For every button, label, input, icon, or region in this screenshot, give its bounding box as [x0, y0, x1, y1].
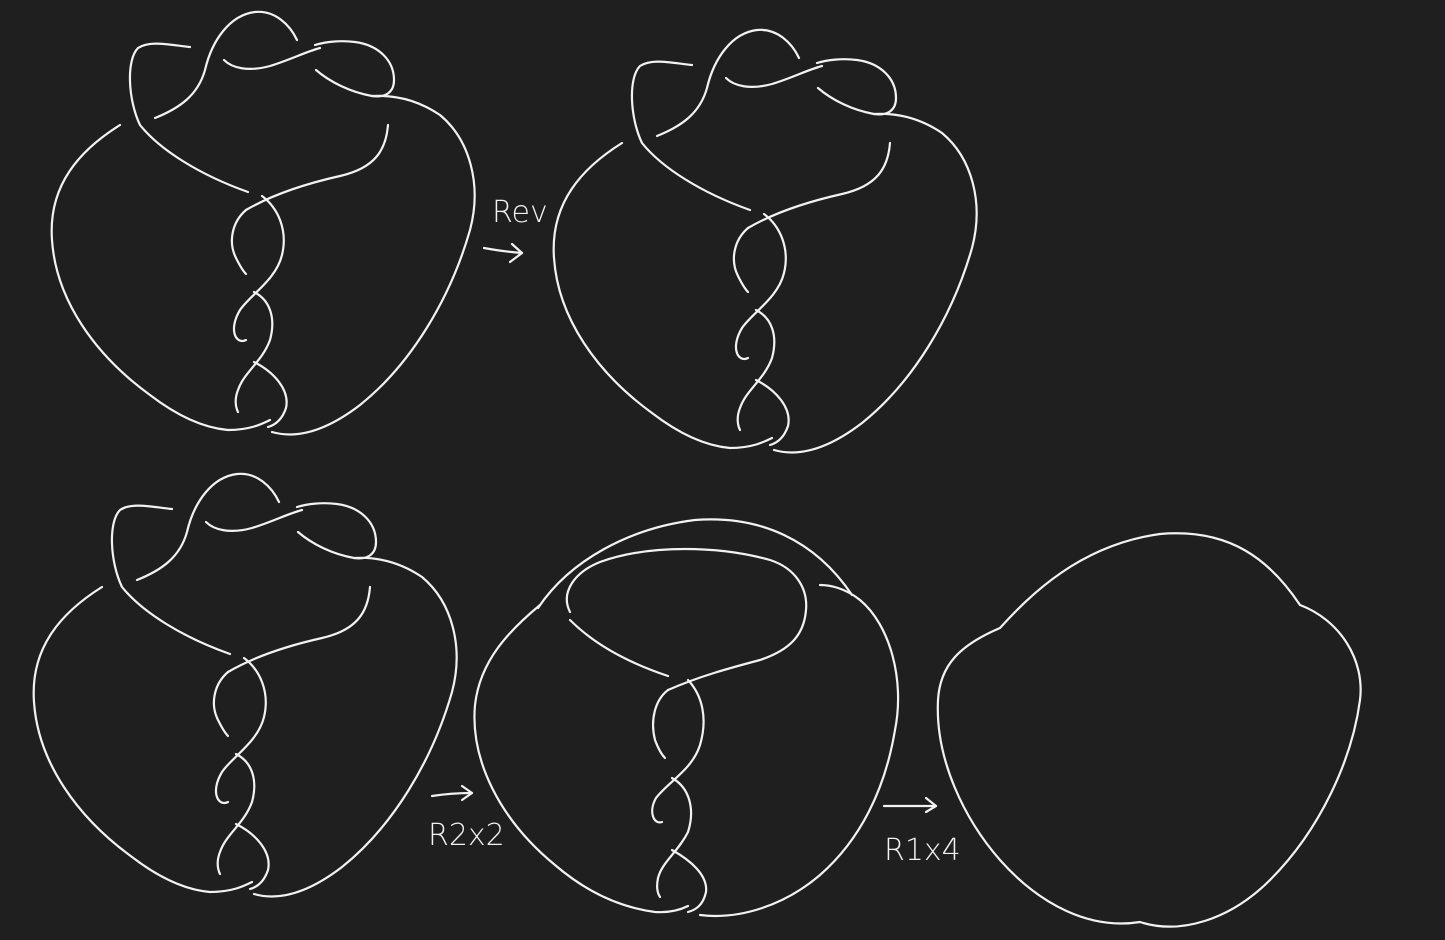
arrow-r1-label: R1x4: [884, 833, 961, 868]
arrow-rev-label: Rev: [492, 195, 548, 230]
knot-diagram-step-4: [473, 518, 900, 918]
knot-diagram-step-3: [32, 472, 458, 898]
knot-diagram-step-1: [50, 10, 476, 436]
arrow-rev: Rev: [482, 195, 548, 264]
knot-diagram-step-5: [936, 532, 1362, 928]
arrow-r1: R1x4: [882, 796, 961, 868]
arrow-r2-label: R2x2: [428, 818, 505, 853]
unknot-loop: [936, 532, 1362, 928]
knot-diagram-step-2: [552, 28, 978, 454]
arrow-r2: R2x2: [428, 784, 505, 853]
